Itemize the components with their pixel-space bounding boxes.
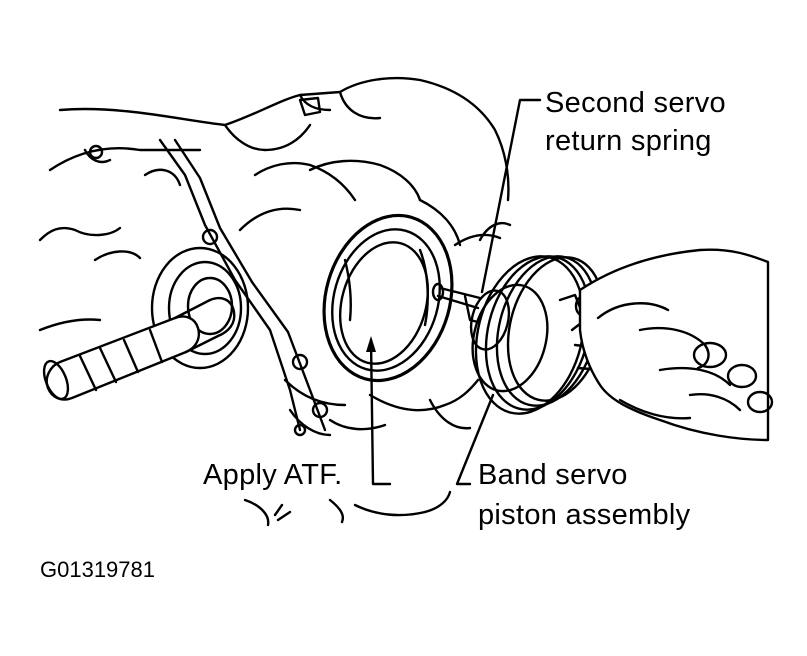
leader-second-servo — [480, 98, 542, 294]
output-shaft — [42, 246, 250, 401]
leader-band-servo — [455, 393, 495, 486]
label-second-servo-line2: return spring — [545, 125, 712, 157]
figure-id: G01319781 — [40, 557, 155, 582]
leader-apply-atf — [369, 338, 392, 486]
hand — [578, 248, 774, 442]
arrowhead-apply-atf — [366, 336, 376, 352]
servo-bore — [322, 213, 454, 383]
label-band-servo-line1: Band servo — [478, 459, 628, 491]
transmission-case — [38, 76, 512, 527]
label-second-servo-line1: Second servo — [545, 87, 726, 119]
label-apply-atf: Apply ATF. — [203, 459, 343, 491]
label-band-servo-line2: piston assembly — [478, 499, 691, 531]
band-servo-piston — [431, 255, 606, 415]
leader-lines — [366, 98, 542, 486]
